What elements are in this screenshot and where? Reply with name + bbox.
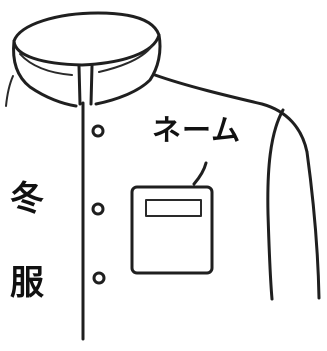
vertical-title-top: 冬: [10, 179, 44, 219]
pocket-outline: [130, 185, 214, 275]
button-top: [91, 124, 105, 138]
name-pointer-line: [192, 161, 208, 186]
buttons: [91, 124, 106, 285]
collar-center-left: [77, 64, 82, 106]
collar-inner-left-fold: [19, 53, 73, 76]
name-tag-slot: [145, 199, 202, 217]
left-shoulder-hint: [5, 75, 14, 107]
collar-left-side: [12, 39, 78, 108]
right-sleeve-seam: [266, 108, 285, 301]
chest-pocket: [130, 161, 214, 275]
collar-center-right: [89, 64, 94, 106]
vertical-title-bottom: 服: [10, 263, 44, 303]
right-shoulder-line: [153, 73, 309, 154]
name-tag-label: ネーム: [152, 113, 242, 147]
collar-inner-right-fold: [98, 45, 153, 73]
button-middle: [91, 202, 105, 216]
collar: [12, 11, 162, 108]
right-outer-edge: [305, 150, 321, 300]
collar-right-side: [94, 33, 162, 106]
jacket-body: [5, 73, 321, 341]
button-bottom: [92, 271, 106, 285]
